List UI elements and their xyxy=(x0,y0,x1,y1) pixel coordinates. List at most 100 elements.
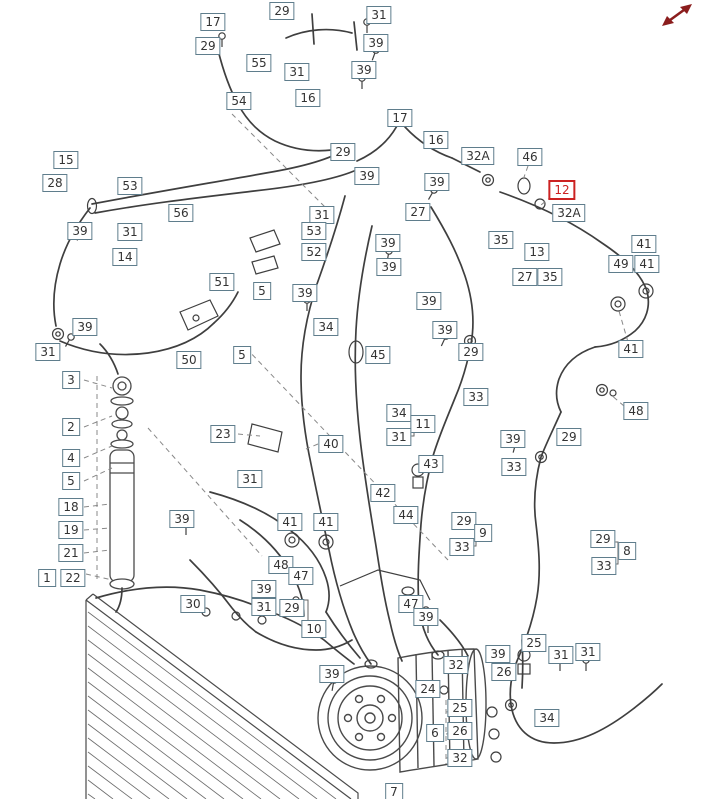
callout-33[interactable]: 33 xyxy=(463,388,489,406)
callout-29[interactable]: 29 xyxy=(279,599,305,617)
callout-12[interactable]: 12 xyxy=(548,180,576,200)
callout-50[interactable]: 50 xyxy=(176,351,202,369)
callout-39[interactable]: 39 xyxy=(500,430,526,448)
callout-34[interactable]: 34 xyxy=(313,318,339,336)
callout-3[interactable]: 3 xyxy=(62,371,80,389)
callout-17[interactable]: 17 xyxy=(387,109,413,127)
callout-13[interactable]: 13 xyxy=(524,243,550,261)
callout-45[interactable]: 45 xyxy=(365,346,391,364)
callout-42[interactable]: 42 xyxy=(370,484,396,502)
callout-22[interactable]: 22 xyxy=(60,569,86,587)
callout-32A[interactable]: 32A xyxy=(552,204,586,222)
callout-39[interactable]: 39 xyxy=(72,318,98,336)
callout-43[interactable]: 43 xyxy=(418,455,444,473)
callout-34[interactable]: 34 xyxy=(534,709,560,727)
callout-5[interactable]: 5 xyxy=(62,472,80,490)
callout-48[interactable]: 48 xyxy=(623,402,649,420)
callout-4[interactable]: 4 xyxy=(62,449,80,467)
callout-29[interactable]: 29 xyxy=(458,343,484,361)
callout-15[interactable]: 15 xyxy=(53,151,79,169)
callout-5[interactable]: 5 xyxy=(233,346,251,364)
callout-30[interactable]: 30 xyxy=(180,595,206,613)
callout-41[interactable]: 41 xyxy=(313,513,339,531)
callout-31[interactable]: 31 xyxy=(35,343,61,361)
callout-51[interactable]: 51 xyxy=(209,273,235,291)
callout-53[interactable]: 53 xyxy=(117,177,143,195)
callout-5[interactable]: 5 xyxy=(253,282,271,300)
callout-39[interactable]: 39 xyxy=(67,222,93,240)
callout-8[interactable]: 8 xyxy=(618,542,636,560)
callout-31[interactable]: 31 xyxy=(309,206,335,224)
callout-27[interactable]: 27 xyxy=(405,203,431,221)
callout-39[interactable]: 39 xyxy=(432,321,458,339)
callout-54[interactable]: 54 xyxy=(226,92,252,110)
callout-29[interactable]: 29 xyxy=(195,37,221,55)
callout-27[interactable]: 27 xyxy=(512,268,538,286)
callout-19[interactable]: 19 xyxy=(58,521,84,539)
callout-55[interactable]: 55 xyxy=(246,54,272,72)
callout-56[interactable]: 56 xyxy=(168,204,194,222)
callout-16[interactable]: 16 xyxy=(295,89,321,107)
callout-39[interactable]: 39 xyxy=(485,645,511,663)
callout-41[interactable]: 41 xyxy=(631,235,657,253)
callout-29[interactable]: 29 xyxy=(590,530,616,548)
callout-31[interactable]: 31 xyxy=(548,646,574,664)
callout-41[interactable]: 41 xyxy=(277,513,303,531)
callout-29[interactable]: 29 xyxy=(556,428,582,446)
callout-29[interactable]: 29 xyxy=(451,512,477,530)
callout-40[interactable]: 40 xyxy=(318,435,344,453)
callout-32[interactable]: 32 xyxy=(447,749,473,767)
callout-16[interactable]: 16 xyxy=(423,131,449,149)
callout-39[interactable]: 39 xyxy=(376,258,402,276)
resize-arrows-icon[interactable] xyxy=(658,2,696,28)
callout-11[interactable]: 11 xyxy=(410,415,436,433)
callout-53[interactable]: 53 xyxy=(301,222,327,240)
callout-31[interactable]: 31 xyxy=(284,63,310,81)
callout-21[interactable]: 21 xyxy=(58,544,84,562)
callout-10[interactable]: 10 xyxy=(301,620,327,638)
callout-26[interactable]: 26 xyxy=(491,663,517,681)
callout-6[interactable]: 6 xyxy=(426,724,444,742)
callout-39[interactable]: 39 xyxy=(251,580,277,598)
callout-32[interactable]: 32 xyxy=(443,656,469,674)
callout-39[interactable]: 39 xyxy=(319,665,345,683)
callout-39[interactable]: 39 xyxy=(351,61,377,79)
callout-31[interactable]: 31 xyxy=(575,643,601,661)
callout-39[interactable]: 39 xyxy=(375,234,401,252)
callout-25[interactable]: 25 xyxy=(521,634,547,652)
callout-1[interactable]: 1 xyxy=(38,569,56,587)
callout-7[interactable]: 7 xyxy=(385,783,403,799)
callout-29[interactable]: 29 xyxy=(330,143,356,161)
callout-44[interactable]: 44 xyxy=(393,506,419,524)
callout-48[interactable]: 48 xyxy=(268,556,294,574)
callout-28[interactable]: 28 xyxy=(42,174,68,192)
callout-35[interactable]: 35 xyxy=(488,231,514,249)
callout-23[interactable]: 23 xyxy=(210,425,236,443)
callout-33[interactable]: 33 xyxy=(449,538,475,556)
callout-14[interactable]: 14 xyxy=(112,248,138,266)
callout-32A[interactable]: 32A xyxy=(461,147,495,165)
callout-24[interactable]: 24 xyxy=(415,680,441,698)
callout-29[interactable]: 29 xyxy=(269,2,295,20)
callout-41[interactable]: 41 xyxy=(618,340,644,358)
callout-31[interactable]: 31 xyxy=(117,223,143,241)
callout-39[interactable]: 39 xyxy=(413,608,439,626)
callout-39[interactable]: 39 xyxy=(363,34,389,52)
callout-9[interactable]: 9 xyxy=(474,524,492,542)
callout-39[interactable]: 39 xyxy=(292,284,318,302)
callout-39[interactable]: 39 xyxy=(169,510,195,528)
callout-49[interactable]: 49 xyxy=(608,255,634,273)
callout-41[interactable]: 41 xyxy=(634,255,660,273)
callout-31[interactable]: 31 xyxy=(237,470,263,488)
callout-31[interactable]: 31 xyxy=(251,598,277,616)
callout-33[interactable]: 33 xyxy=(591,557,617,575)
callout-46[interactable]: 46 xyxy=(517,148,543,166)
callout-52[interactable]: 52 xyxy=(301,243,327,261)
callout-47[interactable]: 47 xyxy=(288,567,314,585)
callout-33[interactable]: 33 xyxy=(501,458,527,476)
callout-25[interactable]: 25 xyxy=(447,699,473,717)
callout-26[interactable]: 26 xyxy=(447,722,473,740)
callout-31[interactable]: 31 xyxy=(386,428,412,446)
callout-34[interactable]: 34 xyxy=(386,404,412,422)
callout-39[interactable]: 39 xyxy=(354,167,380,185)
